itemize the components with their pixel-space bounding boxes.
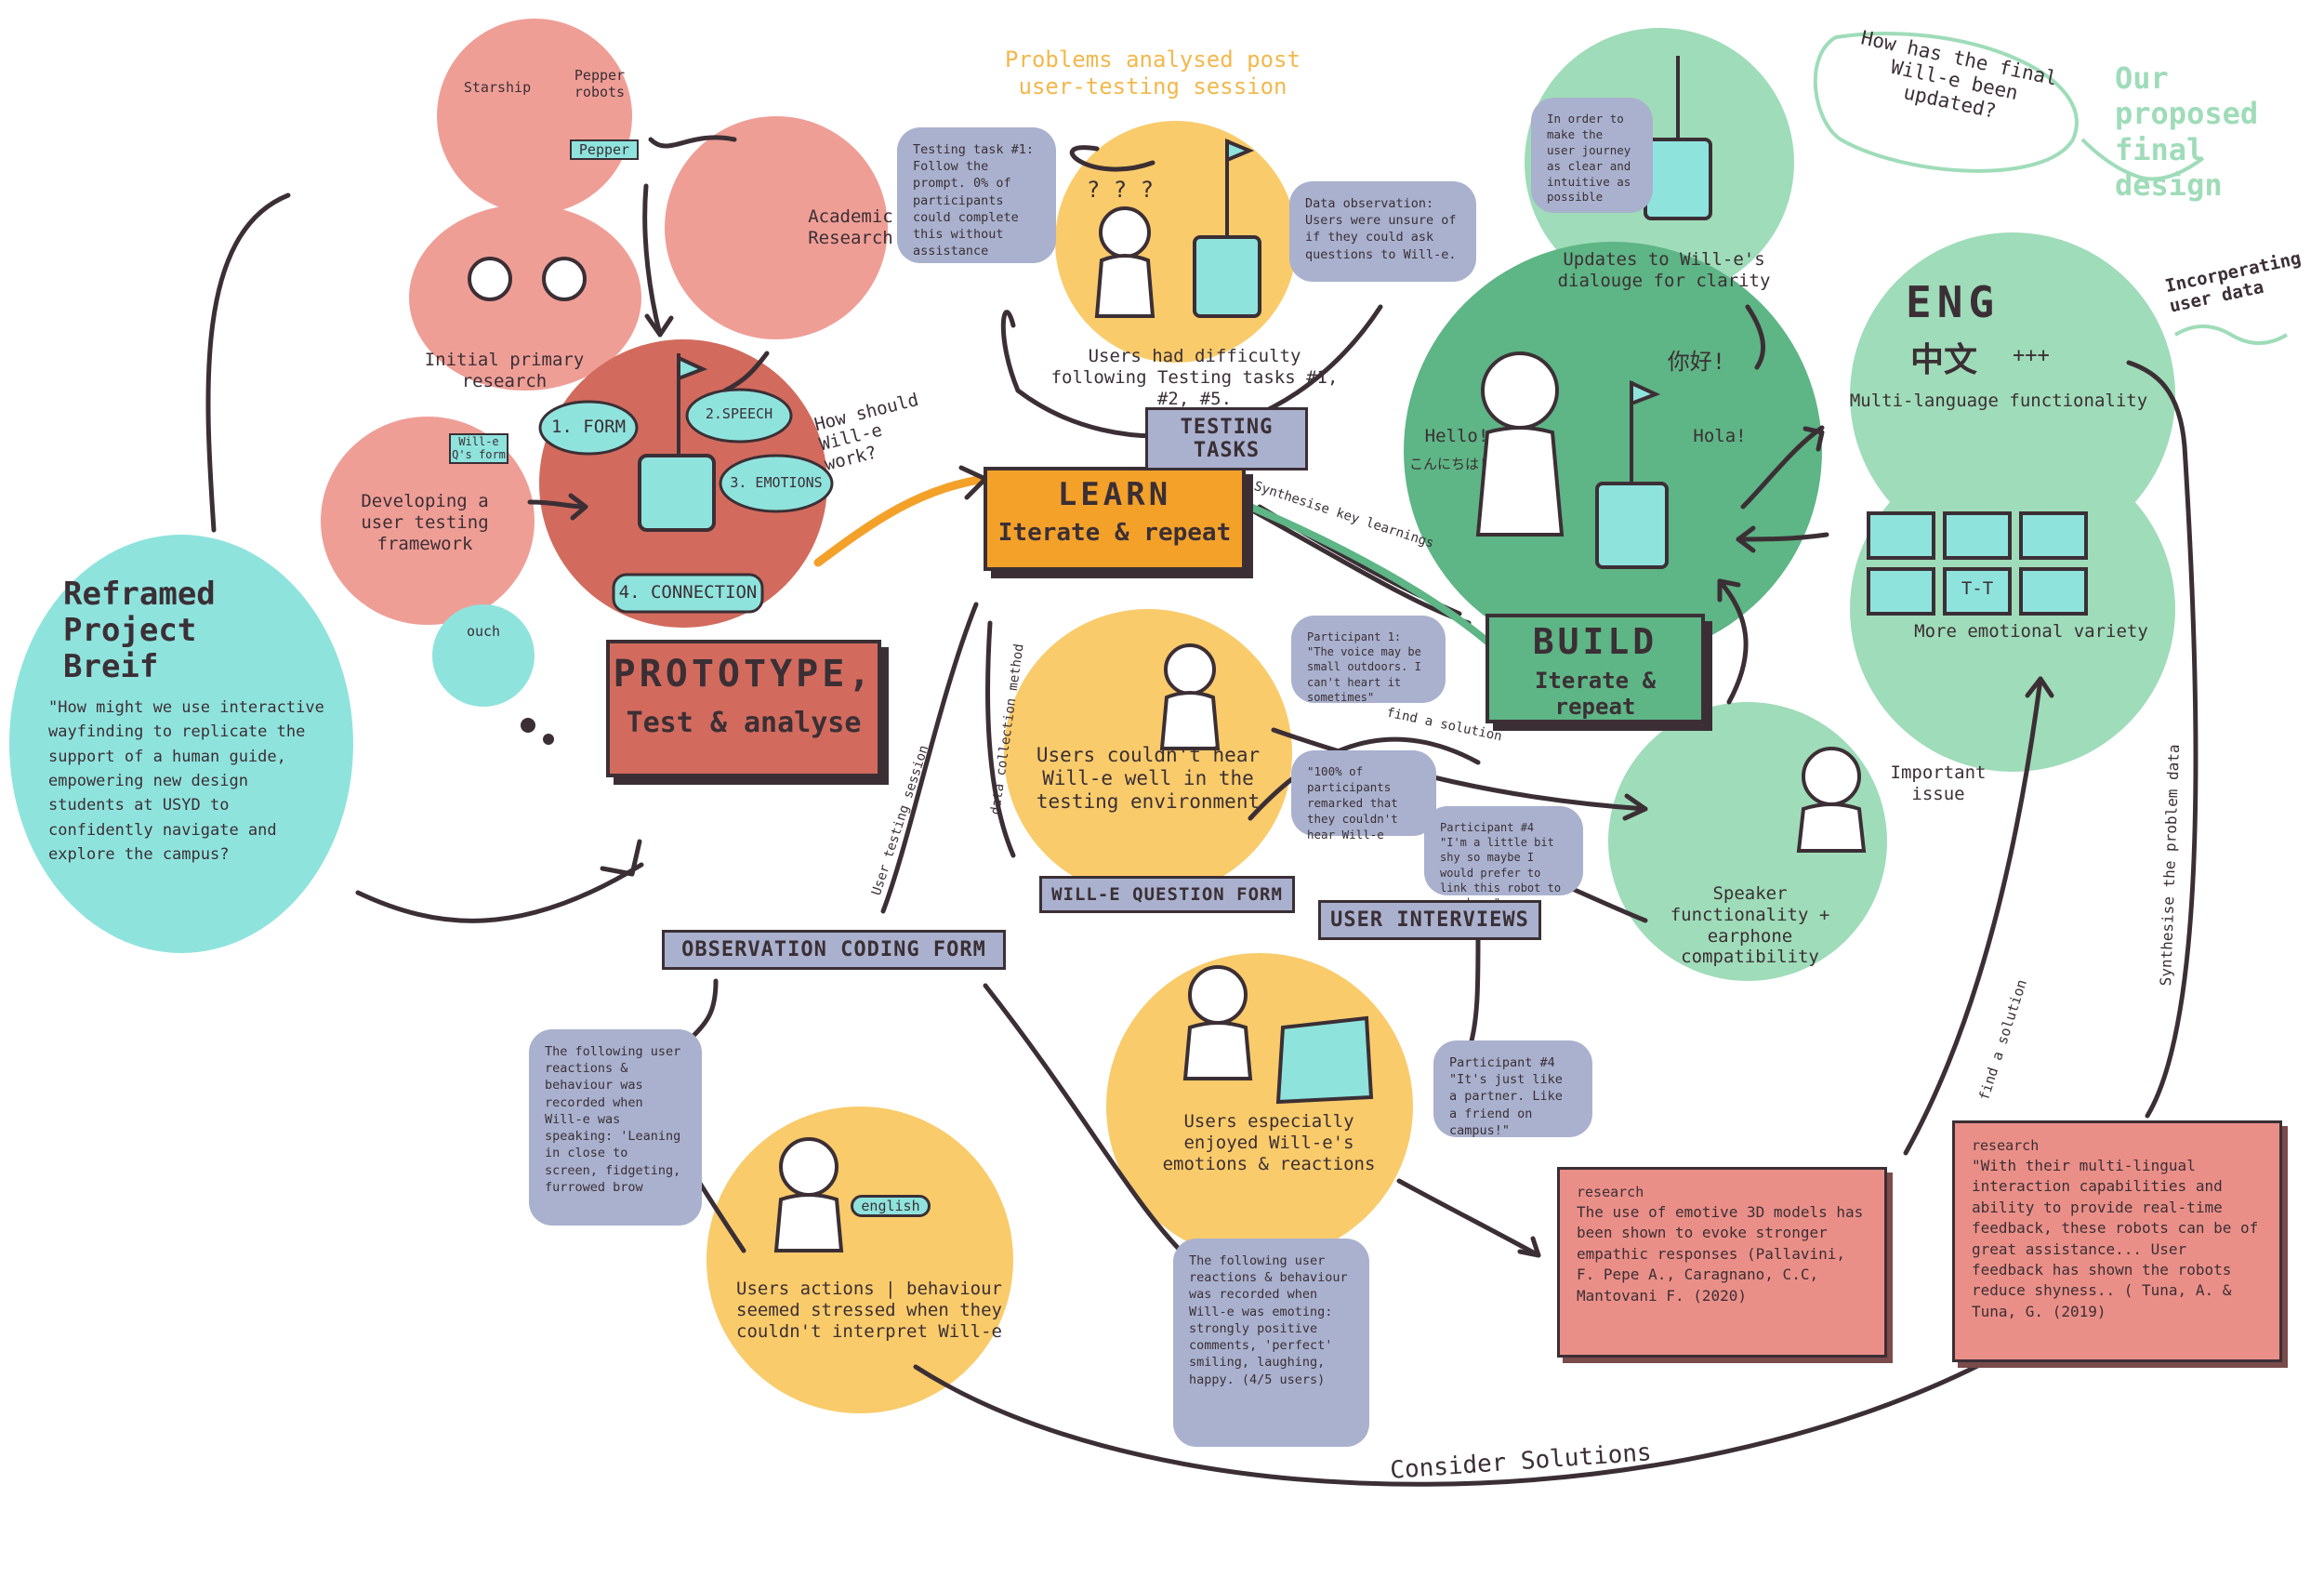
brief-blob xyxy=(9,535,353,953)
brief-title: Reframed Project Breif xyxy=(63,576,216,686)
updates-caption: Updates to Will-e's dialouge for clarity xyxy=(1557,249,1771,291)
english-bubble: english xyxy=(851,1195,931,1217)
form-label: 1. FORM xyxy=(550,417,627,437)
question-form-tag: WILL-E QUESTION FORM xyxy=(1039,876,1295,913)
testing-tasks-tag: TESTING TASKS xyxy=(1145,407,1308,470)
observation-note: The following user reactions & behaviour… xyxy=(532,1032,699,1223)
brief-arrow-top xyxy=(205,192,291,533)
multilang-caption: Multi-language functionality xyxy=(1849,391,2148,411)
participant4-shy-note: Participant #4 "I'm a little bit shy so … xyxy=(1427,809,1580,909)
question-bubble xyxy=(1813,32,2079,173)
emotional-caption: More emotional variety xyxy=(1914,621,2148,642)
research-body: The use of emotive 3D models has been sh… xyxy=(1577,1203,1864,1305)
arrow-robots-proto xyxy=(642,183,663,338)
final-design-heading: Our proposed final design xyxy=(2115,60,2259,204)
plus-label: +++ xyxy=(2013,344,2050,367)
connection-label: 4. CONNECTION xyxy=(618,582,758,603)
observation-coding-tag: OBSERVATION CODING FORM xyxy=(662,930,1006,970)
learn-box: LEARN Iterate & repeat xyxy=(984,467,1246,571)
updates-note: In order to make the user journey as cle… xyxy=(1534,100,1650,210)
prototype-box: PROTOTYPE, Test & analyse xyxy=(606,640,881,777)
robot-icon xyxy=(638,353,716,532)
user-interviews-tag: USER INTERVIEWS xyxy=(1318,900,1541,940)
primary-research-label: Initial primary research xyxy=(424,350,585,391)
research-tag: research xyxy=(1577,1184,1644,1200)
emotion-grid xyxy=(1867,511,2088,616)
final-robot-blob xyxy=(1404,242,1822,660)
build-box: BUILD Iterate & repeat xyxy=(1486,614,1705,723)
learn-title: LEARN xyxy=(1057,476,1172,513)
person-icon xyxy=(468,206,1867,1252)
hello-label: Hello! xyxy=(1424,426,1489,446)
speech-label: 2.SPEECH xyxy=(705,405,773,422)
konnichiwa-label: こんにちは! xyxy=(1408,456,1488,472)
robot-screen-icon xyxy=(1275,1015,1374,1105)
important-issue-label: Important issue xyxy=(1890,762,1987,804)
learn-sub: Iterate & repeat xyxy=(997,519,1232,547)
hear-caption: Users couldn't hear Will-e well in the t… xyxy=(1036,744,1261,814)
hola-label: Hola! xyxy=(1693,426,1747,446)
question-marks: ? ? ? xyxy=(1086,177,1155,203)
build-title: BUILD xyxy=(1532,621,1658,662)
ouch-bubble xyxy=(432,604,535,707)
brief-arrow-bottom xyxy=(355,862,644,923)
tt-face-label: T-T xyxy=(1961,578,1994,599)
participant4-friend-note: Participant #4 "It's just like a partner… xyxy=(1436,1043,1590,1138)
brief-body: "How might we use interactive wayfinding… xyxy=(48,698,324,865)
research-tag: research xyxy=(1972,1137,2040,1154)
starship-label: Starship xyxy=(463,79,532,96)
pepper-robots-label: Pepper robots xyxy=(574,67,626,100)
task-note: Testing task #1: Follow the prompt. 0% o… xyxy=(900,130,1053,260)
percent-note: "100% of participants remarked that they… xyxy=(1294,753,1433,842)
prototype-title: PROTOTYPE, xyxy=(613,653,875,696)
research-box-emotive: research The use of emotive 3D models ha… xyxy=(1557,1167,1887,1358)
research-body: "With their multi-lingual interaction ca… xyxy=(1972,1157,2259,1320)
academic-research-label: Academic Research xyxy=(808,206,893,248)
participant1-note: Participant 1: "The voice may be small o… xyxy=(1294,618,1443,704)
pepper-label: Pepper xyxy=(570,139,639,160)
orange-arrow xyxy=(813,474,990,567)
emotions-label: 3. EMOTIONS xyxy=(730,474,823,491)
emoting-note: The following user reactions & behaviour… xyxy=(1176,1241,1367,1444)
teal-arrow xyxy=(1247,503,1491,645)
stressed-blob xyxy=(706,1107,1013,1413)
speaker-caption: Speaker functionality + earphone compati… xyxy=(1670,883,1830,968)
framework-label: Developing a user testing framework xyxy=(361,491,489,554)
wille-form-label: Will-e Q's form xyxy=(449,433,508,464)
robots-blob xyxy=(437,19,632,214)
problems-heading: Problems analysed post user-testing sess… xyxy=(1005,46,1301,99)
difficulty-caption: Users had difficulty following Testing t… xyxy=(1050,346,1339,409)
consider-solutions-curve xyxy=(913,1355,1997,1487)
observation-note: Data observation: Users were unsure of i… xyxy=(1292,184,1473,279)
enjoy-caption: Users especially enjoyed Will-e's emotio… xyxy=(1162,1111,1376,1174)
research-box-multilingual: research "With their multi-lingual inter… xyxy=(1952,1120,2282,1362)
nihao-label: 你好! xyxy=(1667,349,1726,375)
chinese-label: 中文 xyxy=(1910,341,1978,379)
prototype-sub: Test & analyse xyxy=(626,707,862,739)
build-sub: Iterate & repeat xyxy=(1534,668,1657,720)
stressed-caption: Users actions | behaviour seemed stresse… xyxy=(736,1279,1002,1342)
hear-blob xyxy=(1004,609,1292,897)
ouch-label: ouch xyxy=(466,623,501,640)
academic-research-blob xyxy=(665,116,888,339)
robot-icon xyxy=(1193,139,1261,318)
primary-research-blob xyxy=(409,205,641,391)
wave-underline xyxy=(2173,325,2289,345)
eng-label: ENG xyxy=(1906,277,2000,327)
framework-blob xyxy=(321,417,535,625)
robot-icon xyxy=(1595,379,1669,569)
